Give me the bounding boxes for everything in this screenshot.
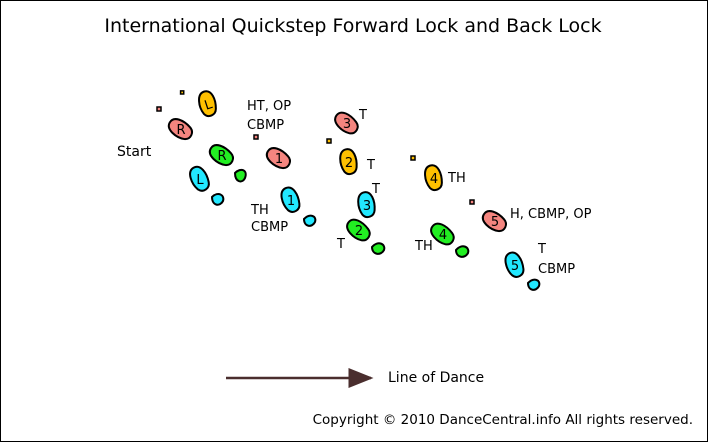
heel-icon <box>156 106 162 112</box>
heel-icon <box>469 199 475 205</box>
foot-label: R <box>217 149 226 164</box>
step-3-red-foot: 3 <box>334 111 359 135</box>
step-2-yellow-foot: 2 <box>339 148 358 176</box>
step-2-green-foot: 2 <box>346 218 371 242</box>
heel-icon <box>326 138 332 144</box>
start-foot-cyan-left: L <box>189 165 210 192</box>
start-foot-red-right: R <box>167 118 193 141</box>
step-1-cyan-annotation: TH CBMP <box>250 203 288 235</box>
start-label: Start <box>117 144 152 160</box>
step-5-red-annotation: H, CBMP, OP <box>510 207 592 222</box>
heel-icon <box>454 245 470 258</box>
step-number: 5 <box>491 215 499 230</box>
heel-icon <box>253 134 259 140</box>
step-2-green-annotation: T <box>336 237 345 252</box>
step-4-green-annotation: TH <box>414 239 433 254</box>
step-number: 2 <box>355 224 363 239</box>
heel-icon <box>370 242 386 255</box>
step-4-green-foot: 4 <box>430 222 455 246</box>
step-1-cyan-foot: 1 <box>280 186 301 213</box>
step-3-cyan-annotation: T <box>371 182 380 197</box>
step-2-yellow-annotation: T <box>366 158 375 173</box>
step-number: 3 <box>363 199 371 214</box>
step-number: 1 <box>275 152 283 167</box>
heel-icon <box>179 90 185 95</box>
step-5-red-foot: 5 <box>481 210 507 233</box>
step-3-red-annotation: T <box>358 108 367 123</box>
step-number: 4 <box>430 172 438 187</box>
start-foot-yellow-left: L <box>179 90 217 117</box>
heel-icon <box>210 193 225 206</box>
diagram-title: International Quickstep Forward Lock and… <box>104 15 601 37</box>
step-number: 4 <box>439 228 447 243</box>
step-number: 1 <box>287 194 295 209</box>
copyright-notice: Copyright © 2010 DanceCentral.info All r… <box>313 412 693 428</box>
heel-icon <box>302 214 317 227</box>
step-4-yellow-foot: 4 <box>424 164 443 191</box>
heel-icon <box>410 155 416 161</box>
step-5-cyan-annotation: T CBMP <box>537 242 575 277</box>
step-4-yellow-annotation: TH <box>447 171 466 186</box>
step-number: 2 <box>345 156 353 171</box>
line-of-dance-label: Line of Dance <box>388 370 484 386</box>
step-1-red-annotation: HT, OP CBMP <box>247 99 295 133</box>
step-5-cyan-foot: 5 <box>504 251 525 278</box>
step-3-cyan-foot: 3 <box>357 191 376 219</box>
step-1-red-foot: 1 <box>265 147 291 170</box>
heel-icon <box>526 278 541 291</box>
step-number: 3 <box>343 117 351 132</box>
foot-label: L <box>196 173 204 188</box>
heel-icon <box>233 168 247 183</box>
step-number: 5 <box>511 259 519 274</box>
foot-label: R <box>176 123 185 138</box>
start-foot-green-right: R <box>208 144 234 167</box>
